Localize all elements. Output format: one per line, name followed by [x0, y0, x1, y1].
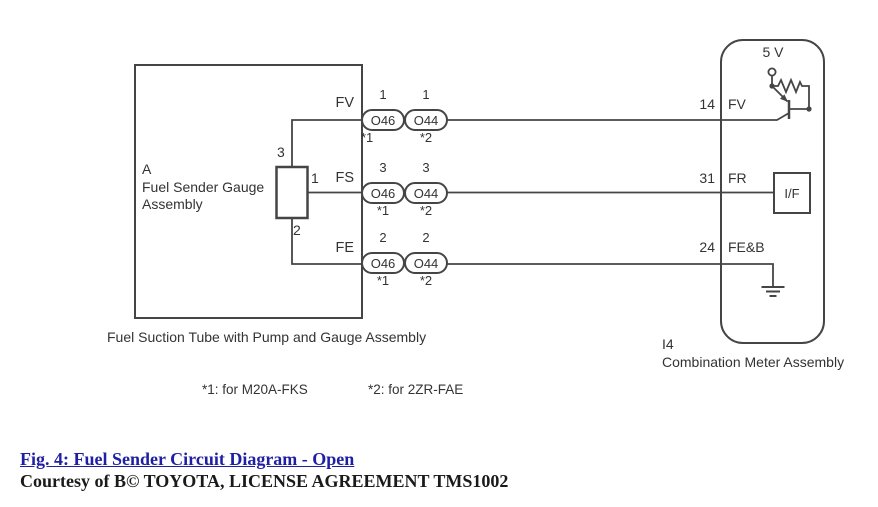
resistor-symbol [769, 77, 812, 112]
meter-signal-feb: FE&B [728, 239, 765, 255]
connector-label: O44 [413, 185, 439, 201]
wire-pin-number: 2 [422, 230, 430, 245]
signal-label-fe: FE [335, 240, 354, 256]
meter-pin-14: 14 [699, 96, 715, 112]
sender-name-line1: Fuel Sender Gauge [142, 179, 265, 195]
wire-pin-number: 1 [379, 87, 387, 102]
sender-component-box [275, 165, 309, 220]
connector-note: *2 [419, 203, 433, 218]
wire-pin-number: 3 [379, 160, 387, 175]
sender-name-line2: Assembly [142, 196, 203, 212]
wire-pin-number: 1 [422, 87, 430, 102]
meter-signal-fr: FR [728, 170, 747, 186]
footnote-2: *2: for 2ZR-FAE [368, 382, 464, 397]
meter-signal-fv: FV [728, 96, 746, 112]
connector-label: O46 [370, 255, 396, 271]
combination-meter-box [720, 39, 825, 344]
component-pin-bottom: 2 [293, 222, 301, 238]
connector-note: *1 [376, 203, 390, 218]
connector-o44-fs: O44 [404, 182, 448, 204]
wire-pin-number: 3 [422, 160, 430, 175]
connector-o44-fv: O44 [404, 109, 448, 131]
sender-caption: Fuel Suction Tube with Pump and Gauge As… [107, 329, 427, 345]
connector-label: O44 [413, 112, 439, 128]
supply-voltage-label: 5 V [762, 44, 784, 60]
ground-icon [761, 286, 785, 297]
wire-pin-number: 2 [379, 230, 387, 245]
connector-note: *1 [376, 273, 390, 288]
connector-note: *2 [419, 273, 433, 288]
figure-caption-link[interactable]: Fig. 4: Fuel Sender Circuit Diagram - Op… [20, 449, 355, 469]
connector-o46-fs: O46 [361, 182, 405, 204]
connector-o46-fe: O46 [361, 252, 405, 274]
connector-note: *1 [361, 130, 374, 145]
connector-label: O44 [413, 255, 439, 271]
connector-label: O46 [370, 185, 396, 201]
courtesy-line: Courtesy of B© TOYOTA, LICENSE AGREEMENT… [20, 471, 509, 491]
wire-fv [291, 112, 790, 167]
power-terminal-icon [767, 67, 777, 84]
interface-label: I/F [784, 185, 800, 201]
footnote-1: *1: for M20A-FKS [202, 382, 308, 397]
connector-label: O46 [370, 112, 396, 128]
signal-label-fs: FS [335, 170, 354, 186]
meter-id-label: I4 [662, 336, 674, 352]
sender-id-label: A [142, 161, 152, 177]
component-pin-top: 3 [277, 144, 285, 160]
meter-name-label: Combination Meter Assembly [662, 354, 845, 370]
transistor-symbol [771, 85, 791, 119]
connector-o46-fv: O46 [361, 109, 405, 131]
connector-o44-fe: O44 [404, 252, 448, 274]
interface-box: I/F [773, 172, 811, 214]
meter-pin-31: 31 [699, 170, 715, 186]
component-pin-right: 1 [311, 170, 319, 186]
wire-fe [291, 218, 774, 286]
connector-note: *2 [419, 130, 433, 145]
meter-pin-24: 24 [699, 239, 715, 255]
signal-label-fv: FV [335, 95, 354, 111]
